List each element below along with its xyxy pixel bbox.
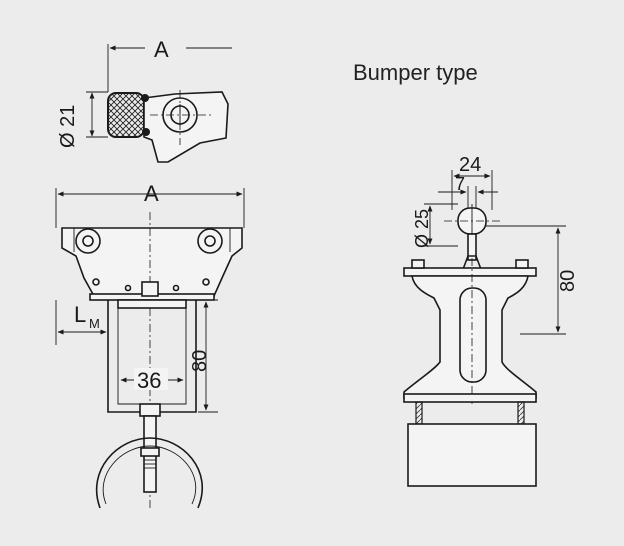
body-slot (459, 287, 487, 383)
plate-nut-right (515, 259, 529, 269)
rivet (124, 284, 132, 292)
rubber-bumper (407, 423, 537, 487)
stem-gusset (461, 255, 483, 273)
rivet (172, 284, 180, 292)
hook-arc-outer (95, 437, 204, 509)
dim-24: 24 (459, 154, 481, 176)
bottom-nut (139, 403, 161, 417)
rod-nut (140, 447, 160, 457)
pin (142, 128, 150, 136)
base-flange (403, 393, 537, 403)
hook-arc-inner (102, 445, 197, 505)
u-bracket-outer (107, 300, 197, 413)
dim-80-right: 80 (557, 270, 579, 292)
dim-lm: L (74, 302, 86, 327)
right-wheel (197, 228, 223, 254)
dim-dia21: Ø 21 (57, 105, 79, 148)
dim-7: 7 (455, 174, 465, 194)
front-view-trolley: A L (55, 181, 245, 510)
dim-a-top: A (154, 37, 169, 62)
top-view-trolley: A Ø 21 (57, 37, 232, 163)
plate-nut-left (411, 259, 425, 269)
bracket-top (117, 299, 187, 309)
right-wheel-hub (204, 235, 216, 247)
bumper-view: 24 7 Ø 25 80 (403, 154, 579, 487)
left-wheel (75, 228, 101, 254)
bolt-left (415, 401, 423, 425)
dim-dia25: Ø 25 (412, 209, 432, 248)
dim-a-mid: A (144, 181, 159, 206)
dim-36: 36 (137, 368, 161, 393)
left-wheel-hub (82, 235, 94, 247)
bolt-right (517, 401, 525, 425)
top-nut (141, 281, 159, 297)
knurled-roller (107, 92, 145, 138)
bumper-type-title: Bumper type (353, 60, 478, 85)
dim-lm-sub: M (89, 316, 100, 331)
rivet (202, 278, 210, 286)
dim-80-left: 80 (189, 350, 211, 372)
label-bg (134, 368, 168, 390)
top-plate (403, 267, 537, 277)
pin (141, 94, 149, 102)
rivet (92, 278, 100, 286)
